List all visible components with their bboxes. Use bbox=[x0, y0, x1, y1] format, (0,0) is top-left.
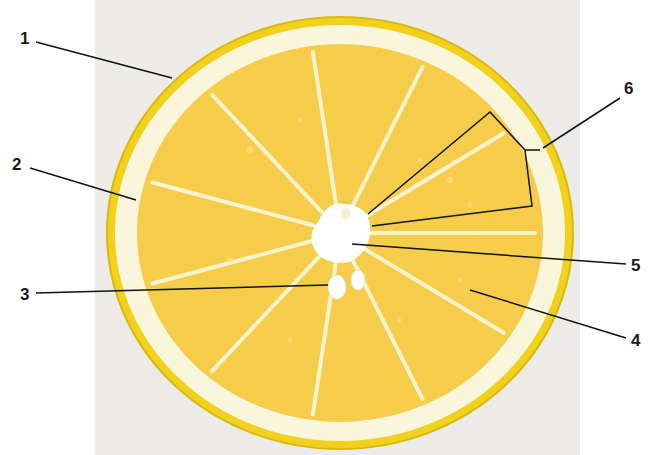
pulp bbox=[137, 44, 543, 422]
callout-number: 2 bbox=[12, 156, 21, 173]
leader-lines bbox=[30, 42, 626, 338]
photo-background bbox=[95, 0, 580, 455]
callout-number: 3 bbox=[20, 286, 29, 303]
segment-bracket bbox=[368, 112, 540, 226]
seed bbox=[351, 270, 365, 290]
callout-number: 4 bbox=[631, 332, 640, 349]
juice-vesicles bbox=[228, 118, 473, 343]
segment-walls bbox=[153, 52, 535, 414]
callout-number: 5 bbox=[631, 257, 640, 274]
seed bbox=[328, 275, 346, 299]
core bbox=[311, 203, 370, 263]
albedo bbox=[115, 25, 565, 441]
peel bbox=[107, 17, 573, 449]
callout-number: 6 bbox=[624, 80, 633, 97]
callout-number: 1 bbox=[20, 30, 29, 47]
seed bbox=[341, 208, 351, 220]
